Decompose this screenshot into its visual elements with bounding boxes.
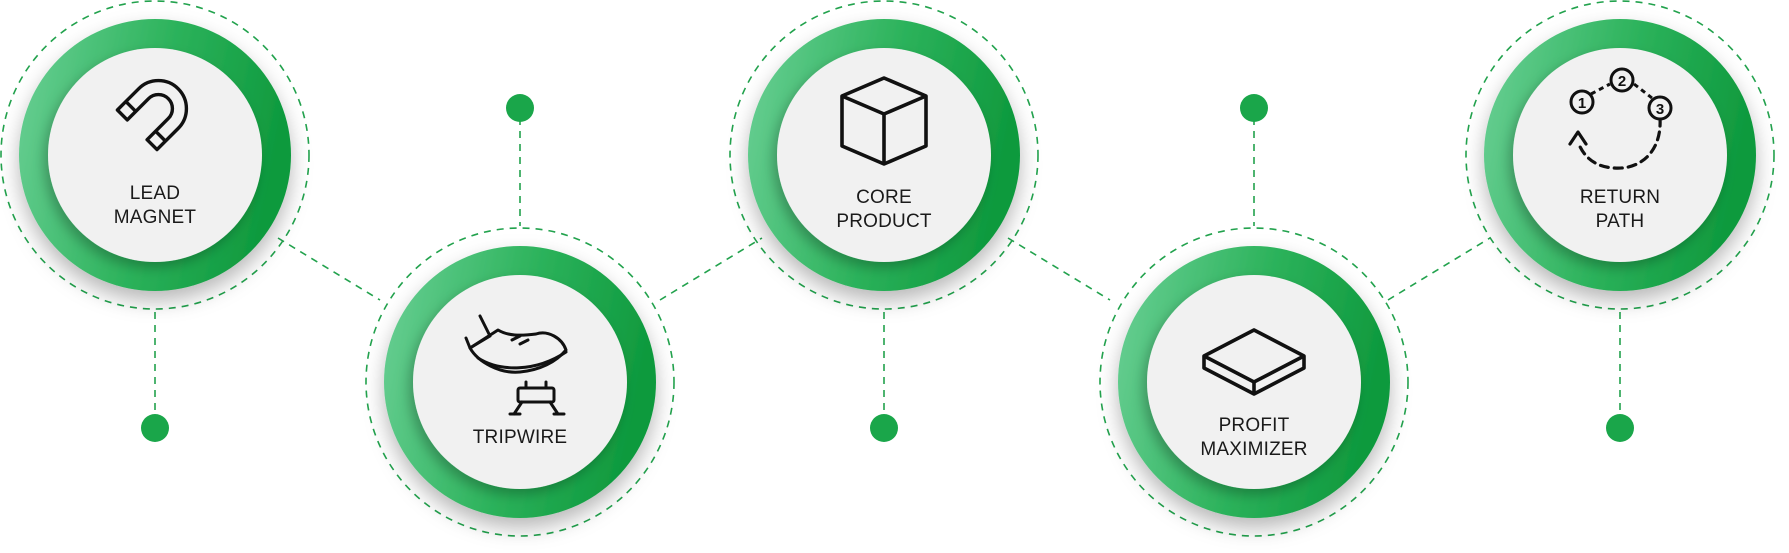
cycle-step-number-2: 2	[1618, 73, 1626, 90]
connector-lines	[154, 118, 1621, 422]
label-line: PATH	[1595, 211, 1645, 232]
dot-profit-maximizer	[1240, 94, 1268, 122]
dot-tripwire	[506, 94, 534, 122]
inner-disc	[1513, 48, 1727, 262]
node-lead-magnet	[0, 0, 310, 310]
label-line: RETURN	[1579, 187, 1661, 208]
cube-icon	[840, 76, 928, 166]
label-line: MAXIMIZER	[1200, 439, 1308, 460]
cycle-step-number-3: 3	[1656, 101, 1664, 118]
dot-core-product	[870, 414, 898, 442]
node-core-product	[729, 0, 1039, 310]
node-profit-maximizer	[1099, 227, 1409, 537]
dashed-ring	[0, 0, 310, 310]
label-core-product: CORE PRODUCT	[774, 186, 994, 234]
label-line: PROFIT	[1218, 415, 1290, 436]
cycle-step-circle-3	[1647, 95, 1673, 121]
tripwire-foot-icon	[464, 314, 568, 416]
dot-lead-magnet	[141, 414, 169, 442]
endpoint-dots	[141, 94, 1634, 442]
dashed-ring	[365, 227, 675, 537]
label-line: MAGNET	[113, 207, 197, 228]
cycle-arrowhead	[1568, 130, 1588, 146]
label-profit-maximizer: PROFIT MAXIMIZER	[1144, 414, 1364, 462]
cycle-step-circle-1	[1569, 89, 1595, 115]
dashed-ring	[1099, 227, 1409, 537]
cycle-step-circle-2	[1609, 67, 1635, 93]
dashed-ring	[1465, 0, 1775, 310]
connector-profit-to-return	[1387, 237, 1491, 301]
cycle-steps-icon: 1 2 3	[1568, 67, 1673, 170]
label-tripwire: TRIPWIRE	[410, 426, 630, 450]
label-line: PRODUCT	[836, 211, 932, 232]
dot-return-path	[1606, 414, 1634, 442]
label-line: CORE	[856, 187, 912, 208]
label-line: TRIPWIRE	[472, 427, 568, 448]
label-line: LEAD	[129, 183, 181, 204]
label-return-path: RETURN PATH	[1510, 186, 1730, 234]
cycle-step-number-1: 1	[1578, 95, 1586, 112]
dashed-ring	[729, 0, 1039, 310]
connector-core-to-profit	[1007, 237, 1111, 301]
cycle-dashed-arc	[1576, 116, 1662, 170]
connector-lead-to-tripwire	[277, 237, 381, 301]
connector-tripwire-to-core	[659, 237, 763, 301]
magnet-icon	[115, 78, 189, 152]
cycle-link-1-2	[1590, 82, 1611, 96]
inner-disc	[48, 48, 262, 262]
flat-box-icon	[1202, 328, 1306, 396]
cycle-link-2-3	[1633, 82, 1653, 100]
node-tripwire	[365, 227, 675, 537]
label-lead-magnet: LEAD MAGNET	[45, 182, 265, 230]
node-return-path: 1 2 3	[1465, 0, 1775, 310]
inner-disc	[413, 275, 627, 489]
